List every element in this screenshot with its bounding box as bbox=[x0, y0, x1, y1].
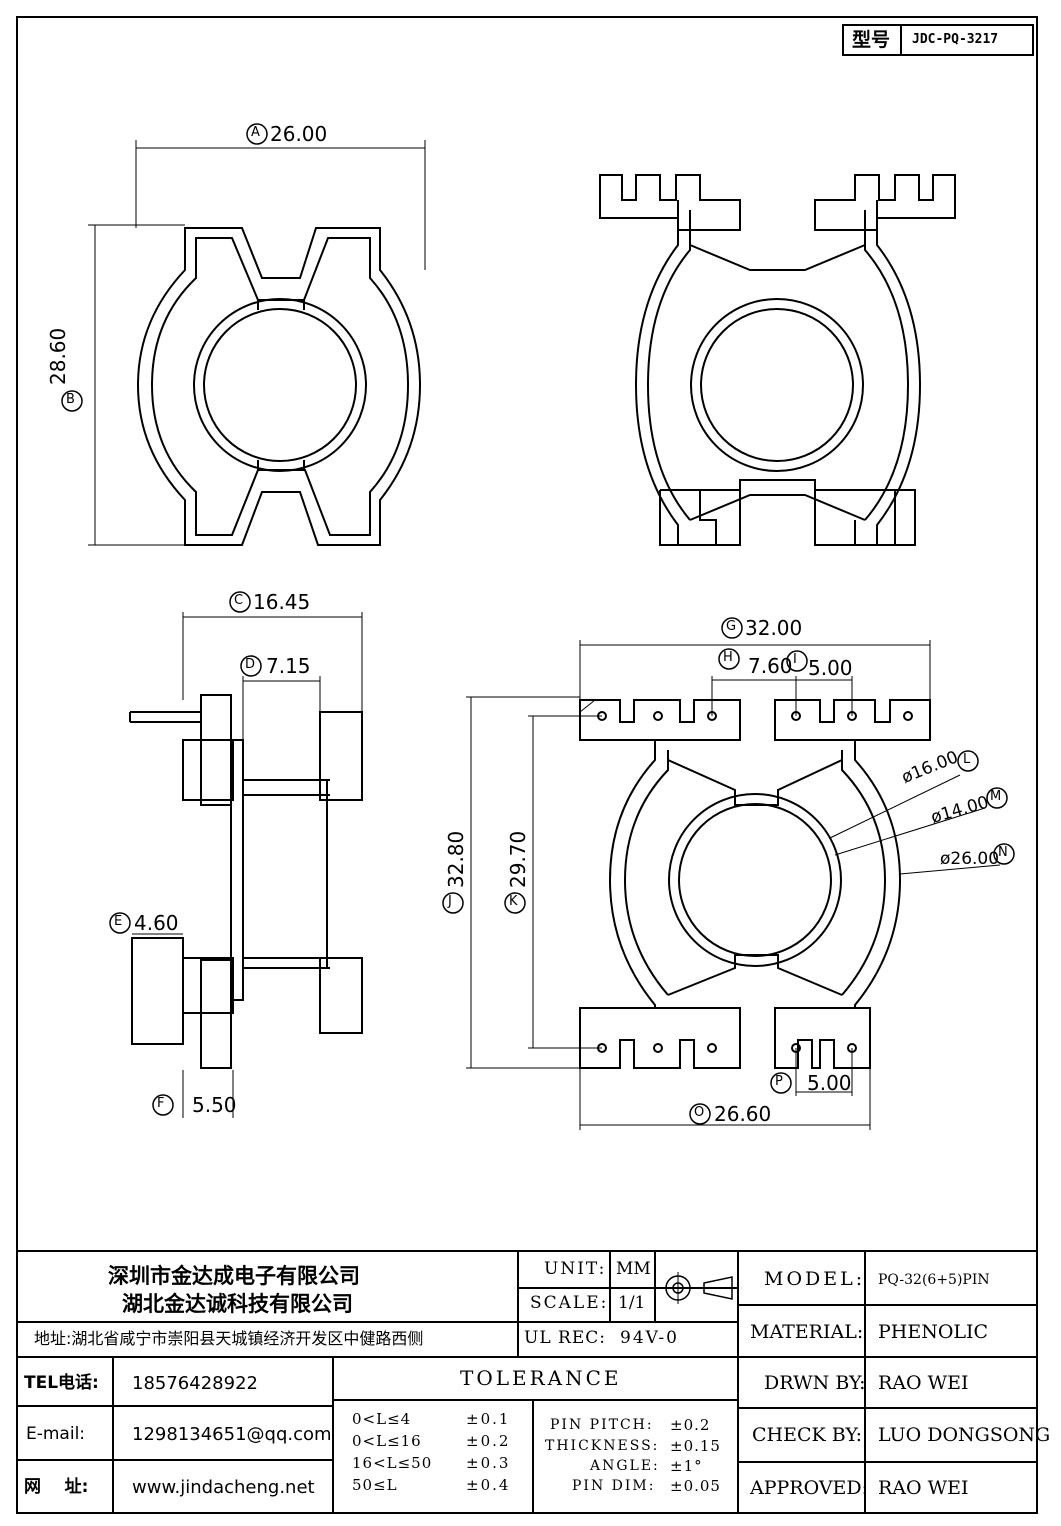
check-by-label: CHECK BY: bbox=[752, 1424, 862, 1446]
bottom-view bbox=[466, 640, 1001, 1130]
angle-value: ±1° bbox=[670, 1457, 703, 1475]
technical-drawing bbox=[61, 123, 1015, 1130]
dim-letter-i: I bbox=[793, 652, 797, 667]
tel-value: 18576428922 bbox=[132, 1373, 258, 1394]
top-view-front bbox=[88, 140, 426, 546]
check-by-value: LUO DONGSONG bbox=[878, 1424, 1051, 1446]
dim-letter-o: O bbox=[694, 1105, 705, 1120]
dim-letter-f: F bbox=[157, 1096, 165, 1111]
dim-letter-e: E bbox=[114, 914, 123, 929]
dim-letter-n: N bbox=[998, 845, 1008, 860]
address: 地址:湖北省咸宁市崇阳县天城镇经济开发区中健路西侧 bbox=[34, 1329, 424, 1348]
dim-a-value: 26.00 bbox=[270, 122, 328, 146]
pin-dim-label: PIN DIM: bbox=[572, 1478, 656, 1494]
dim-letter-k: K bbox=[509, 894, 518, 909]
thickness-value: ±0.15 bbox=[670, 1437, 721, 1455]
pin-pitch-value: ±0.2 bbox=[670, 1416, 711, 1434]
ulrec-value: 94V-0 bbox=[620, 1328, 679, 1348]
dimension-markers bbox=[61, 123, 1015, 1125]
material-value: PHENOLIC bbox=[878, 1321, 989, 1343]
dim-letter-b: B bbox=[66, 392, 75, 407]
scale-value: 1/1 bbox=[618, 1293, 646, 1313]
dim-h-value: 7.60 bbox=[748, 654, 793, 678]
dim-letter-a: A bbox=[251, 125, 260, 140]
approved-value: RAO WEI bbox=[878, 1477, 969, 1499]
material-label: MATERIAL: bbox=[750, 1321, 864, 1343]
unit-label: UNIT: bbox=[544, 1259, 607, 1279]
angle-label: ANGLE: bbox=[590, 1458, 660, 1474]
top-view-back bbox=[599, 174, 956, 546]
dim-letter-p: P bbox=[775, 1074, 783, 1089]
dim-g-value: 32.00 bbox=[745, 616, 803, 640]
company-name-1: 深圳市金达成电子有限公司 bbox=[108, 1264, 360, 1288]
model-box-label: 型号 bbox=[852, 29, 891, 51]
dim-letter-l: L bbox=[963, 752, 971, 767]
tolerance-value-1: ±0.1 bbox=[466, 1410, 511, 1428]
approved-label: APPROVED: bbox=[750, 1477, 869, 1499]
dim-letter-g: G bbox=[726, 619, 737, 634]
pin-dim-value: ±0.05 bbox=[670, 1477, 721, 1495]
dim-e-value: 4.60 bbox=[134, 911, 179, 935]
tolerance-value-3: ±0.3 bbox=[466, 1454, 511, 1472]
model-box-value: JDC-PQ-3217 bbox=[912, 32, 999, 47]
side-view bbox=[129, 612, 363, 1118]
drawn-by-value: RAO WEI bbox=[878, 1372, 969, 1394]
tolerance-title: TOLERANCE bbox=[460, 1366, 622, 1390]
dim-n-value: ø26.00 bbox=[940, 849, 1000, 869]
tolerance-range-2: 0<L≤16 bbox=[352, 1432, 422, 1450]
pin-pitch-label: PIN PITCH: bbox=[550, 1417, 654, 1433]
drawn-by-label: DRWN BY: bbox=[764, 1372, 866, 1394]
dim-p-value: 5.00 bbox=[807, 1071, 852, 1095]
model-label: MODEL: bbox=[764, 1268, 866, 1290]
tolerance-range-4: 50≤L bbox=[352, 1476, 398, 1494]
tolerance-range-3: 16<L≤50 bbox=[352, 1454, 433, 1472]
email-value: 1298134651@qq.com bbox=[132, 1424, 332, 1445]
tolerance-value-4: ±0.4 bbox=[466, 1476, 511, 1494]
dim-letter-d: D bbox=[245, 657, 256, 672]
dim-f-value: 5.50 bbox=[192, 1093, 237, 1117]
ulrec-label: UL REC: bbox=[524, 1328, 606, 1348]
dim-letter-h: H bbox=[723, 650, 733, 665]
drawing-frame bbox=[16, 16, 1038, 1514]
model-number-box: 型号 JDC-PQ-3217 bbox=[842, 24, 1034, 56]
thickness-label: THICKNESS: bbox=[545, 1438, 660, 1454]
dim-i-value: 5.00 bbox=[808, 656, 853, 680]
dim-letter-m: M bbox=[990, 789, 1002, 804]
dim-letter-j: J bbox=[448, 894, 452, 909]
tolerance-value-2: ±0.2 bbox=[466, 1432, 511, 1450]
email-label: E-mail: bbox=[26, 1424, 86, 1444]
unit-value: MM bbox=[616, 1259, 651, 1279]
dim-o-value: 26.60 bbox=[714, 1102, 772, 1126]
tel-label: TEL电话: bbox=[24, 1373, 99, 1393]
scale-label: SCALE: bbox=[530, 1293, 609, 1313]
dim-letter-c: C bbox=[234, 593, 244, 608]
dim-c-value: 16.45 bbox=[253, 590, 311, 614]
web-value: www.jindacheng.net bbox=[132, 1477, 315, 1498]
company-name-2: 湖北金达诚科技有限公司 bbox=[122, 1292, 353, 1316]
tolerance-range-1: 0<L≤4 bbox=[352, 1410, 412, 1428]
model-value: PQ-32(6+5)PIN bbox=[878, 1272, 990, 1288]
web-label: 网 址: bbox=[24, 1477, 89, 1497]
dim-d-value: 7.15 bbox=[266, 654, 311, 678]
